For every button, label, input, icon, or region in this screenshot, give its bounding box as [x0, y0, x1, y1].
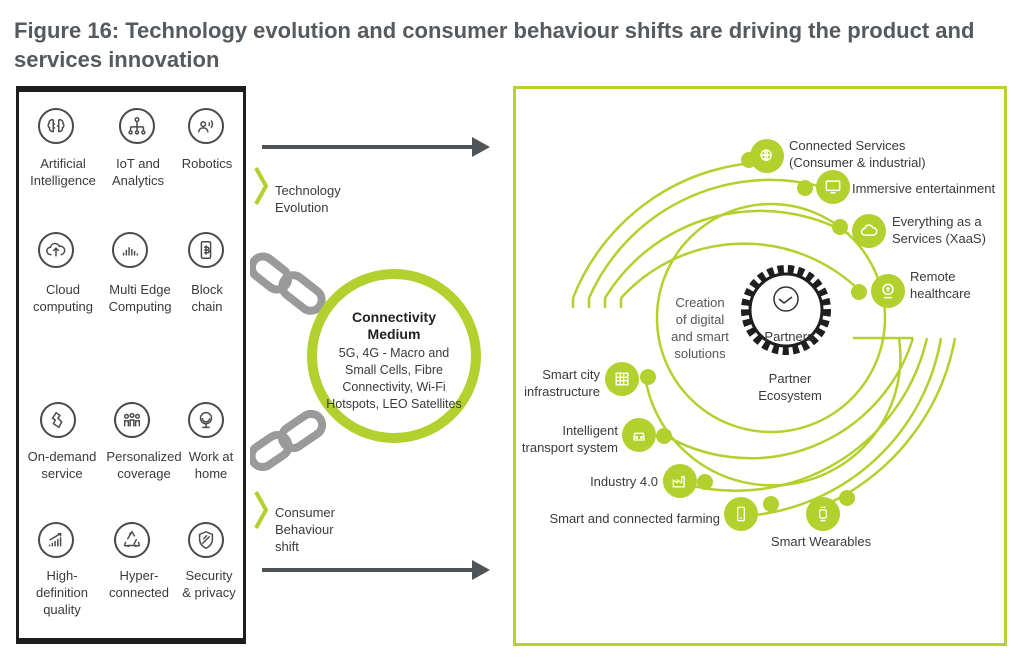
figure-title: Figure 16: Technology evolution and cons…	[14, 18, 975, 72]
solution-label-transport: Intelligent transport system	[521, 423, 618, 455]
tech-label-ai: Artificial Intelligence	[30, 156, 96, 188]
consumer-behaviour-label: Consumer Behaviour shift	[275, 505, 335, 554]
factory-icon	[663, 464, 697, 498]
cloud-icon	[852, 214, 886, 248]
tech-label-cloud: Cloud computing	[33, 282, 93, 314]
tech-label-robotics: Robotics	[181, 156, 233, 171]
behaviour-label-ondemand: On-demand service	[27, 449, 97, 481]
tech-chevron-icon	[254, 167, 269, 205]
connectivity-body: 5G, 4G - Macro and Small Cells, Fibre Co…	[326, 346, 462, 411]
service-label-immersive: Immersive entertainment	[852, 181, 996, 196]
solution-dot-4	[763, 496, 779, 512]
building-grid-icon	[605, 362, 639, 396]
solution-dot-5	[839, 490, 855, 506]
tech-label-edge: Multi Edge Computing	[108, 282, 172, 314]
solution-label-smartcity: Smart city infrastructure	[524, 367, 600, 399]
connectivity-circle	[307, 269, 481, 443]
growth-chart-icon	[38, 522, 74, 558]
globe-icon	[188, 402, 224, 438]
middle-graphics	[250, 137, 490, 580]
solution-dot-1	[640, 369, 656, 385]
shield-icon	[188, 522, 224, 558]
watch-icon	[806, 497, 840, 531]
service-label-connected: Connected Services (Consumer & industria…	[789, 138, 926, 170]
globe-network-icon	[750, 139, 784, 173]
gear-label: Partners	[764, 329, 814, 344]
robot-icon	[188, 108, 224, 144]
edge-bars-icon	[112, 232, 148, 268]
tech-label-blockchain: Block chain	[191, 282, 223, 314]
connectivity-title: Connectivity Medium	[351, 309, 436, 342]
chain-upper-icon	[250, 252, 326, 315]
ecosystem-label: Partner Ecosystem	[758, 371, 822, 403]
technology-evolution-label: Technology Evolution	[275, 183, 341, 215]
service-label-healthcare: Remote healthcare	[910, 269, 971, 301]
behaviour-label-hd: High- definition quality	[35, 568, 89, 617]
bottom-arrow	[262, 560, 490, 580]
behaviour-label-workathome: Work at home	[188, 449, 234, 481]
blockchain-icon	[188, 232, 224, 268]
partners-gear-icon	[741, 265, 831, 355]
right-panel	[513, 86, 1007, 646]
people-icon	[114, 402, 150, 438]
car-icon	[622, 418, 656, 452]
behaviour-label-security: Security & privacy	[182, 568, 236, 600]
network-icon	[119, 108, 155, 144]
ecosystem-diagram	[571, 152, 957, 518]
cloud-upload-icon	[38, 232, 74, 268]
consumer-chevron-icon	[254, 491, 269, 529]
left-panel	[16, 86, 246, 644]
behaviour-label-personalized: Personalized coverage	[106, 449, 182, 481]
service-label-xaas: Everything as a Services (XaaS)	[892, 214, 986, 246]
solution-label-industry: Industry 4.0	[590, 474, 658, 489]
recycle-icon	[114, 522, 150, 558]
hand-pointer-icon	[40, 402, 76, 438]
medical-monitor-icon	[871, 274, 905, 308]
solution-dot-3	[697, 474, 713, 490]
service-dot-4	[851, 284, 867, 300]
service-dot-2	[797, 180, 813, 196]
solution-label-farming: Smart and connected farming	[549, 511, 720, 526]
service-dot-3	[832, 219, 848, 235]
monitor-icon	[816, 170, 850, 204]
tech-label-iot: IoT and Analytics	[111, 156, 165, 188]
phone-icon	[724, 497, 758, 531]
solution-dot-2	[656, 428, 672, 444]
inner-ring	[655, 202, 887, 434]
top-arrow	[262, 137, 490, 157]
service-arcs	[571, 160, 860, 308]
brain-icon	[38, 108, 74, 144]
chain-lower-icon	[250, 409, 327, 472]
solution-label-wearables: Smart Wearables	[770, 534, 872, 549]
creation-label: Creation of digital and smart solutions	[671, 295, 729, 361]
behaviour-label-hyper: Hyper- connected	[109, 568, 169, 600]
